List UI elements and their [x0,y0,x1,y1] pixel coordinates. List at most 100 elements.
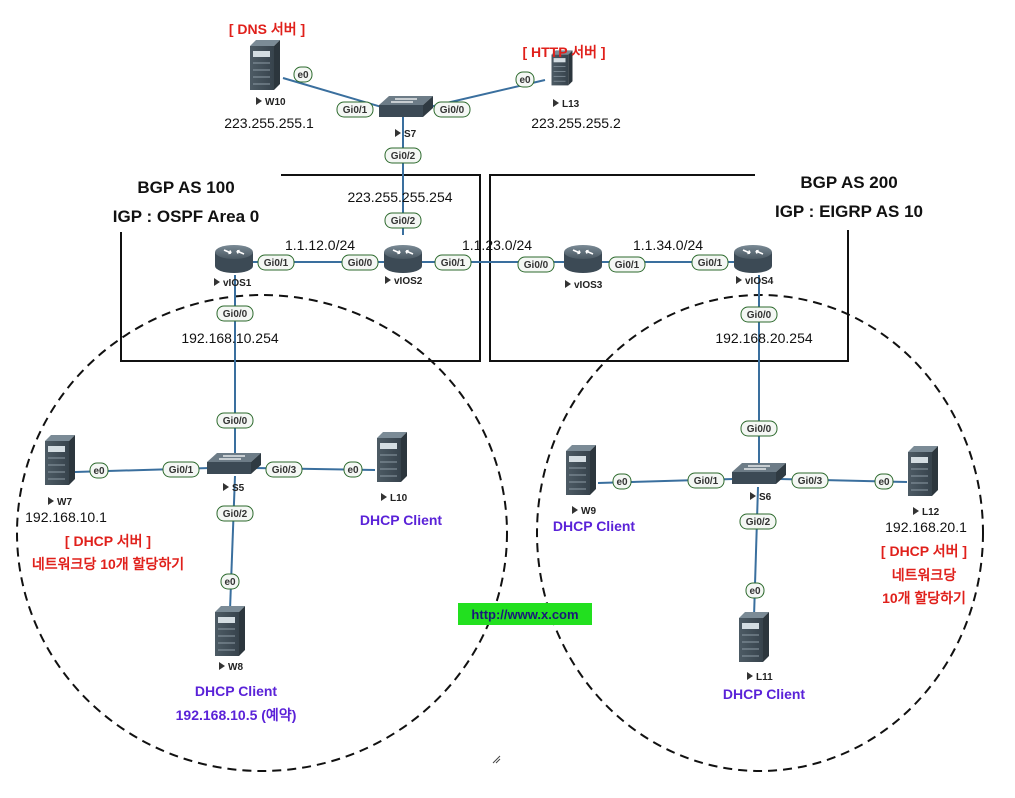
node-name-w7: W7 [57,497,72,508]
server-l11[interactable] [738,611,770,663]
port-badge: Gi0/0 [216,305,254,322]
server-w7[interactable] [44,434,76,486]
server-w9[interactable] [565,444,597,496]
as100-title-line2: IGP : OSPF Area 0 [113,207,259,226]
router-vios4[interactable] [733,244,773,274]
resize-grip-icon[interactable] [492,755,501,764]
lan-10-circle [16,294,508,772]
port-badge: e0 [612,473,632,490]
node-name-w9: W9 [581,506,596,517]
l12-pool-line1: 네트워크당 [892,567,957,583]
server-l10[interactable] [376,431,408,483]
w7-pool: 네트워크당 10개 할당하기 [32,556,184,572]
port-badge: Gi0/0 [740,420,778,437]
server-w10[interactable] [249,39,281,91]
node-name-vios3: vIOS3 [574,280,603,291]
svg-text:Gi0/1: Gi0/1 [694,476,719,487]
svg-text:Gi0/3: Gi0/3 [272,465,297,476]
port-badge: Gi0/2 [384,212,422,229]
router-vios3[interactable] [563,244,603,274]
w7-ip: 192.168.10.1 [25,509,107,525]
switch-s7[interactable] [378,95,434,118]
as200-area-box [489,174,849,362]
svg-text:Gi0/0: Gi0/0 [440,105,465,116]
node-name-l11: L11 [756,672,773,683]
port-badge: Gi0/0 [517,256,555,273]
as100-area-box [120,174,481,362]
url-tag: http://www.x.com [458,603,592,625]
svg-text:e0: e0 [616,477,628,488]
port-badge: Gi0/1 [691,254,729,271]
server-w8[interactable] [214,605,246,657]
node-labels: W10 L13 S7 vIOS1 vIOS2 vIOS3 vIOS4 S5 S6… [48,97,940,683]
port-badge: e0 [343,461,363,478]
node-name-l12: L12 [922,507,940,518]
dns-server-label: [ DNS 서버 ] [229,21,305,37]
node-name-s6: S6 [759,492,772,503]
port-badge: Gi0/1 [434,254,472,271]
w7-role: [ DHCP 서버 ] [65,533,151,549]
svg-text:Gi0/1: Gi0/1 [441,258,466,269]
switch-s6[interactable] [731,462,787,485]
server-l12[interactable] [907,445,939,497]
port-badges: e0 e0 e0 e0 e0 e0 e0 e0 [89,66,894,599]
port-badge: e0 [515,71,535,88]
svg-text:Gi0/0: Gi0/0 [348,258,373,269]
as200-title: BGP AS 200 IGP : EIGRP AS 10 [755,168,939,230]
svg-text:e0: e0 [224,577,236,588]
svg-text:Gi0/1: Gi0/1 [343,105,368,116]
svg-text:e0: e0 [878,477,890,488]
l12-ip: 192.168.20.1 [885,519,967,535]
router-vios1[interactable] [214,244,254,274]
svg-text:e0: e0 [749,586,761,597]
svg-text:Gi0/2: Gi0/2 [223,509,248,520]
switch-s5[interactable] [206,452,262,475]
svg-text:Gi0/1: Gi0/1 [698,258,723,269]
node-name-vios4: vIOS4 [745,276,774,287]
as200-title-line2: IGP : EIGRP AS 10 [775,202,923,221]
node-name-l10: L10 [390,493,408,504]
svg-text:Gi0/0: Gi0/0 [223,309,248,320]
svg-text:e0: e0 [347,465,359,476]
l11-role: DHCP Client [723,686,806,702]
svg-text:Gi0/0: Gi0/0 [747,424,772,435]
svg-text:e0: e0 [519,75,531,86]
port-badge: Gi0/0 [433,101,471,118]
node-name-w10: W10 [265,97,286,108]
svg-text:Gi0/0: Gi0/0 [524,260,549,271]
gateway-10-label: 192.168.10.254 [181,330,279,346]
port-badge: Gi0/0 [216,412,254,429]
s7-network-label: 223.255.255.254 [347,189,452,205]
network-1-2-label: 1.1.12.0/24 [285,237,355,253]
node-name-vios2: vIOS2 [394,276,423,287]
port-badge: Gi0/1 [687,472,725,489]
port-badge: Gi0/2 [216,505,254,522]
svg-text:Gi0/2: Gi0/2 [391,151,416,162]
svg-text:Gi0/1: Gi0/1 [264,258,289,269]
http-server-label: [ HTTP 서버 ] [522,44,605,60]
port-badge: Gi0/0 [740,306,778,323]
port-badge: e0 [745,582,765,599]
svg-text:Gi0/2: Gi0/2 [391,216,416,227]
svg-text:Gi0/1: Gi0/1 [615,260,640,271]
link-s5-w8 [229,475,236,611]
svg-text:Gi0/3: Gi0/3 [798,476,823,487]
svg-text:Gi0/1: Gi0/1 [169,465,194,476]
url-text: http://www.x.com [471,607,578,622]
svg-text:Gi0/0: Gi0/0 [747,310,772,321]
node-name-l13: L13 [562,99,580,110]
network-2-3-label: 1.1.23.0/24 [462,237,532,253]
port-badge: Gi0/1 [608,256,646,273]
port-badge: Gi0/3 [791,472,829,489]
l12-pool-line2: 10개 할당하기 [882,590,966,606]
port-badge: Gi0/3 [265,461,303,478]
svg-text:e0: e0 [297,70,309,81]
router-vios2[interactable] [383,244,423,274]
svg-text:e0: e0 [93,466,105,477]
port-badge: e0 [220,573,240,590]
port-badge: Gi0/2 [384,147,422,164]
as100-title-line1: BGP AS 100 [137,178,234,197]
port-badge: Gi0/2 [739,513,777,530]
node-name-s5: S5 [232,483,245,494]
